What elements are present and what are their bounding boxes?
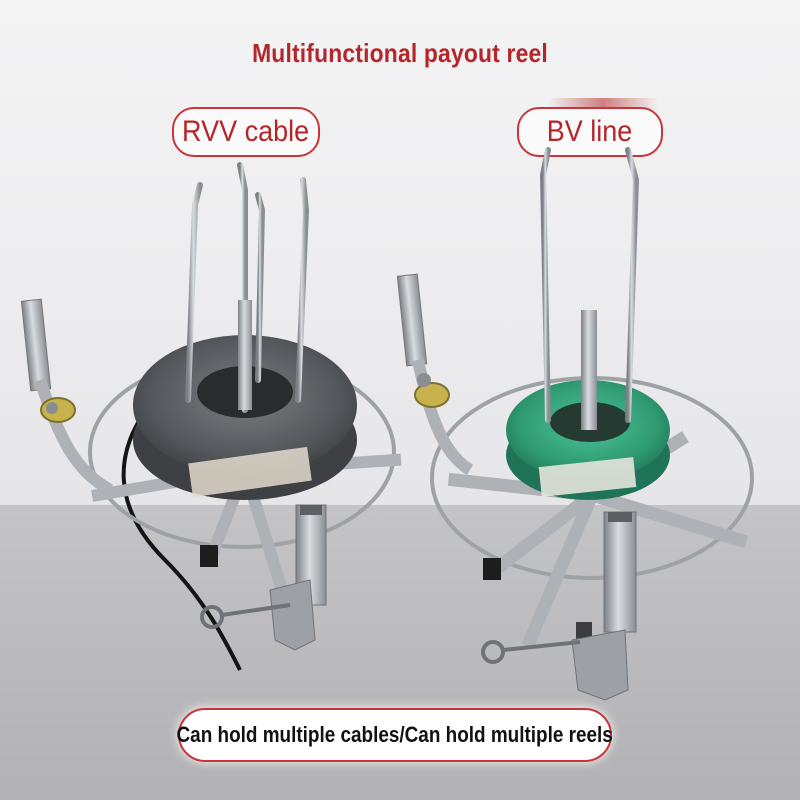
- feature-caption: Can hold multiple cables/Can hold multip…: [176, 708, 614, 762]
- left-reel-label-text: RVV cable: [182, 115, 310, 148]
- left-front-post: [200, 504, 327, 651]
- left-leg-foot: [200, 545, 218, 567]
- product-title: Multifunctional payout reel: [252, 38, 548, 68]
- right-coil-tag: [538, 457, 637, 497]
- left-reel: [20, 162, 402, 671]
- left-side-bracket: [20, 298, 114, 496]
- left-center-post: [238, 300, 252, 410]
- right-front-post: [481, 511, 637, 701]
- right-reel-label-text: BV line: [547, 115, 633, 148]
- right-side-bracket: [396, 273, 474, 476]
- left-reel-label: RVV cable: [172, 107, 320, 157]
- left-coil-tag: [188, 446, 312, 498]
- right-leg-foot: [483, 558, 501, 580]
- left-black-cable: [121, 403, 242, 671]
- right-reel: [396, 142, 754, 701]
- right-center-post: [581, 310, 597, 430]
- feature-caption-text: Can hold multiple cables/Can hold multip…: [176, 722, 614, 747]
